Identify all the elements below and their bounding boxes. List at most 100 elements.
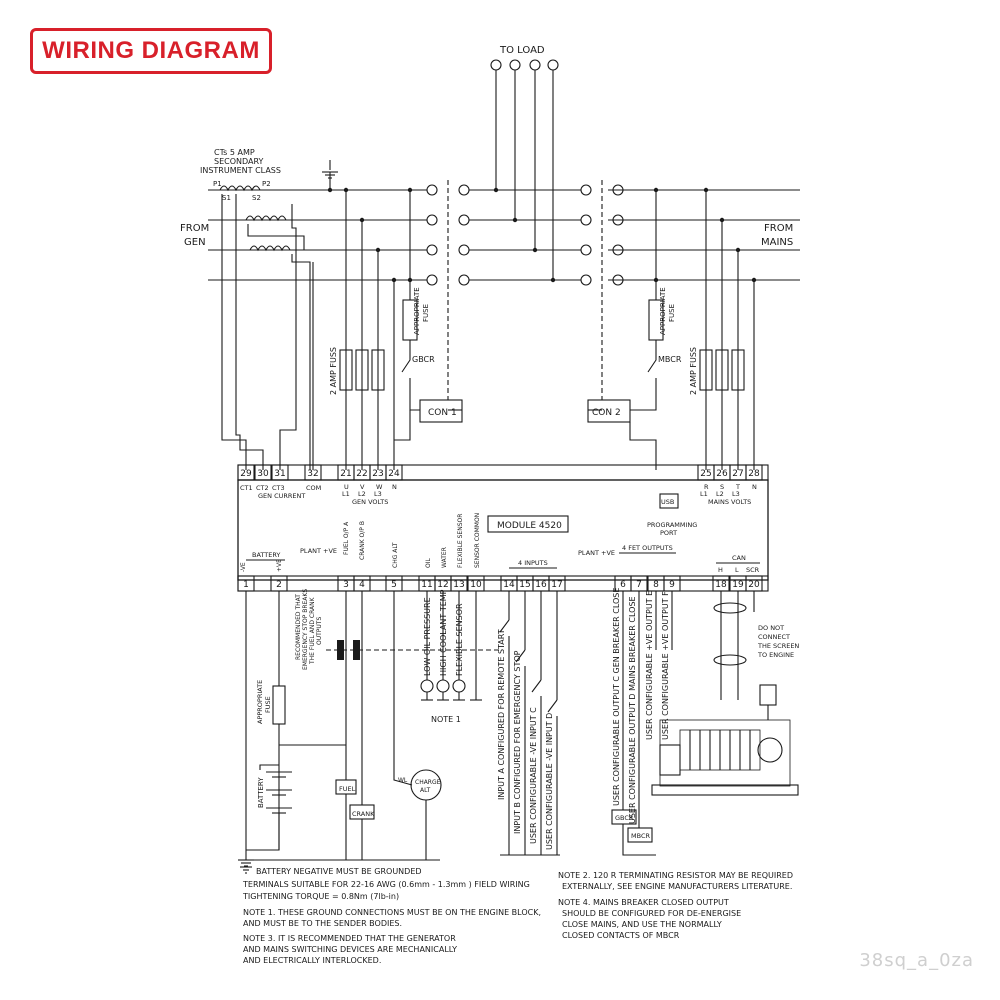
terminal-label-29: 29 (240, 469, 252, 479)
high-coolant-label: HIGH COOLANT TEMP (439, 589, 448, 676)
note-left-7: AND MAINS SWITCHING DEVICES ARE MECHANIC… (243, 945, 457, 954)
note-right-5: CLOSE MAINS, AND USE THE NORMALLY (562, 920, 722, 929)
note1-label: NOTE 1 (431, 715, 461, 724)
mv-t: T (735, 483, 740, 491)
note-right-1: NOTE 2. 120 R TERMINATING RESISTOR MAY B… (558, 871, 793, 880)
gen-bus (208, 160, 427, 470)
lower-wiring (238, 591, 755, 867)
gv-l3: L3 (374, 490, 382, 498)
mains-volts-label: MAINS VOLTS (708, 498, 751, 506)
amp-fuse-left: 2 AMP FUSS (329, 347, 338, 395)
ct-label-3: INSTRUMENT CLASS (200, 166, 281, 175)
fuse-b-1: APPROPRIATE (659, 287, 667, 335)
crank-op-b: CRANK O/P B (359, 521, 366, 560)
batt-plus: +VE (276, 559, 283, 572)
terminal-label-2: 2 (276, 580, 282, 590)
out-d-label: USER CONFIGURABLE OUTPUT D MAINS BREAKER… (628, 596, 637, 824)
fuel-label: FUEL (339, 785, 356, 793)
battery-label: BATTERY (252, 551, 280, 559)
terminal-label-3: 3 (343, 580, 349, 590)
mv-n: N (752, 483, 757, 491)
gen-volts-wiring (339, 190, 463, 470)
terminal-label-10: 10 (470, 580, 482, 590)
can-label: CAN (732, 554, 746, 562)
note-left-2: TERMINALS SUITABLE FOR 22-16 AWG (0.6mm … (242, 880, 530, 889)
charge-alt-2: ALT (420, 787, 431, 794)
mv-s: S (720, 483, 724, 491)
dnc-2: CONNECT (758, 633, 790, 641)
con1-label: CON 1 (428, 408, 457, 418)
module-ct2: CT2 (256, 484, 269, 492)
terminal-32 (304, 464, 322, 481)
terminal-label-32: 32 (307, 469, 318, 479)
gv-l1: L1 (342, 490, 350, 498)
charge-alt-1: CHARGE (415, 779, 441, 786)
terminal-label-28: 28 (748, 469, 760, 479)
terminal-label-11: 11 (421, 580, 432, 590)
fuse-b-2: FUSE (668, 304, 676, 322)
gv-l2: L2 (358, 490, 366, 498)
wl-label: WL (398, 777, 408, 784)
recommended-4: OUTPUTS (316, 617, 323, 645)
programming-label: PROGRAMMING (647, 521, 697, 529)
terminal-label-26: 26 (716, 469, 728, 479)
terminal-label-27: 27 (732, 469, 743, 479)
can-l: L (735, 566, 739, 574)
gv-n: N (392, 483, 397, 491)
sensor-common-label: SENSOR COMMON (474, 513, 481, 568)
engine-illustration (651, 684, 799, 796)
to-load-label: TO LOAD (499, 45, 545, 56)
four-inputs-label: 4 INPUTS (518, 559, 548, 567)
terminal-label-8: 8 (653, 580, 659, 590)
note-left-5: AND MUST BE TO THE SENDER BODIES. (243, 919, 402, 928)
note-left-8: AND ELECTRICALLY INTERLOCKED. (243, 956, 381, 965)
ct-label-1: CTs 5 AMP (214, 148, 255, 157)
module-com: COM (306, 484, 321, 492)
terminal-label-14: 14 (503, 580, 515, 590)
mbcr-label: MBCR (658, 355, 682, 364)
from-gen-1: FROM (180, 223, 209, 234)
terminal-label-31: 31 (274, 469, 285, 479)
fet-outputs-label: 4 FET OUTPUTS (622, 544, 673, 552)
bus-junction-dots (327, 187, 757, 283)
terminal-29 (237, 464, 255, 481)
module-ct3: CT3 (272, 484, 285, 492)
terminal-label-13: 13 (453, 580, 464, 590)
terminal-label-15: 15 (519, 580, 530, 590)
watermark: 38sq_a_0za (859, 950, 974, 971)
terminal-label-7: 7 (636, 580, 642, 590)
terminal-label-12: 12 (437, 580, 448, 590)
ct-p2: P2 (262, 180, 271, 188)
terminal-label-5: 5 (391, 580, 397, 590)
input-a-label: INPUT A CONFIGURED FOR REMOTE START (497, 629, 506, 800)
usb-label: USB (661, 498, 674, 506)
terminal-label-17: 17 (551, 580, 562, 590)
note-left-3: TIGHTENING TORQUE = 0.8Nm (7lb-in) (242, 892, 399, 901)
terminal-label-6: 6 (620, 580, 626, 590)
terminal-label-21: 21 (340, 469, 351, 479)
from-mains-1: FROM (764, 223, 793, 234)
terminal-24 (385, 464, 403, 481)
mv-l1: L1 (700, 490, 708, 498)
terminal-30 (254, 464, 272, 481)
terminal-label-20: 20 (748, 580, 760, 590)
note-right-2: EXTERNALLY, SEE ENGINE MANUFACTURERS LIT… (562, 882, 792, 891)
low-oil-label: LOW OIL PRESSURE (423, 597, 432, 676)
recommended-1: RECOMMENDED THAT (295, 594, 302, 660)
con2-contacts (580, 180, 624, 400)
terminal-label-19: 19 (732, 580, 744, 590)
amp-fuse-right: 2 AMP FUSS (689, 347, 698, 395)
note-right-4: SHOULD BE CONFIGURED FOR DE-ENERGISE (562, 909, 741, 918)
mv-l2: L2 (716, 490, 724, 498)
out-f-label: USER CONFIGURABLE +VE OUTPUT F (661, 591, 670, 740)
con2-label: CON 2 (592, 408, 621, 418)
input-c-label: USER CONFIGURABLE -VE INPUT C (529, 707, 538, 844)
usb-icon[interactable] (659, 493, 679, 509)
module-name-box (487, 515, 569, 533)
ct-label-2: SECONDARY (214, 157, 264, 166)
plant-ve-2-label: PLANT +VE (578, 549, 615, 557)
ct-s1: S1 (222, 194, 231, 202)
crank-label: CRANK (352, 810, 375, 818)
